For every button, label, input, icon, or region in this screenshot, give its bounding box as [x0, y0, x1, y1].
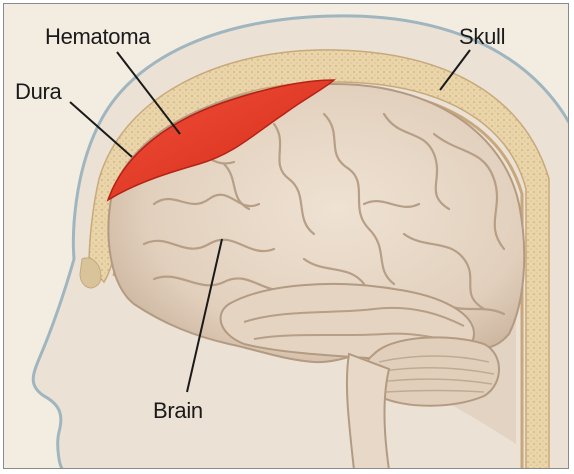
brainstem: [347, 354, 389, 469]
head-cross-section: [4, 4, 569, 469]
dura-label: Dura: [15, 81, 62, 103]
brain-label: Brain: [153, 400, 203, 422]
illustration-frame: Hematoma Dura Skull Brain: [3, 3, 569, 469]
skull-label: Skull: [459, 26, 505, 48]
hematoma-label: Hematoma: [45, 26, 150, 48]
